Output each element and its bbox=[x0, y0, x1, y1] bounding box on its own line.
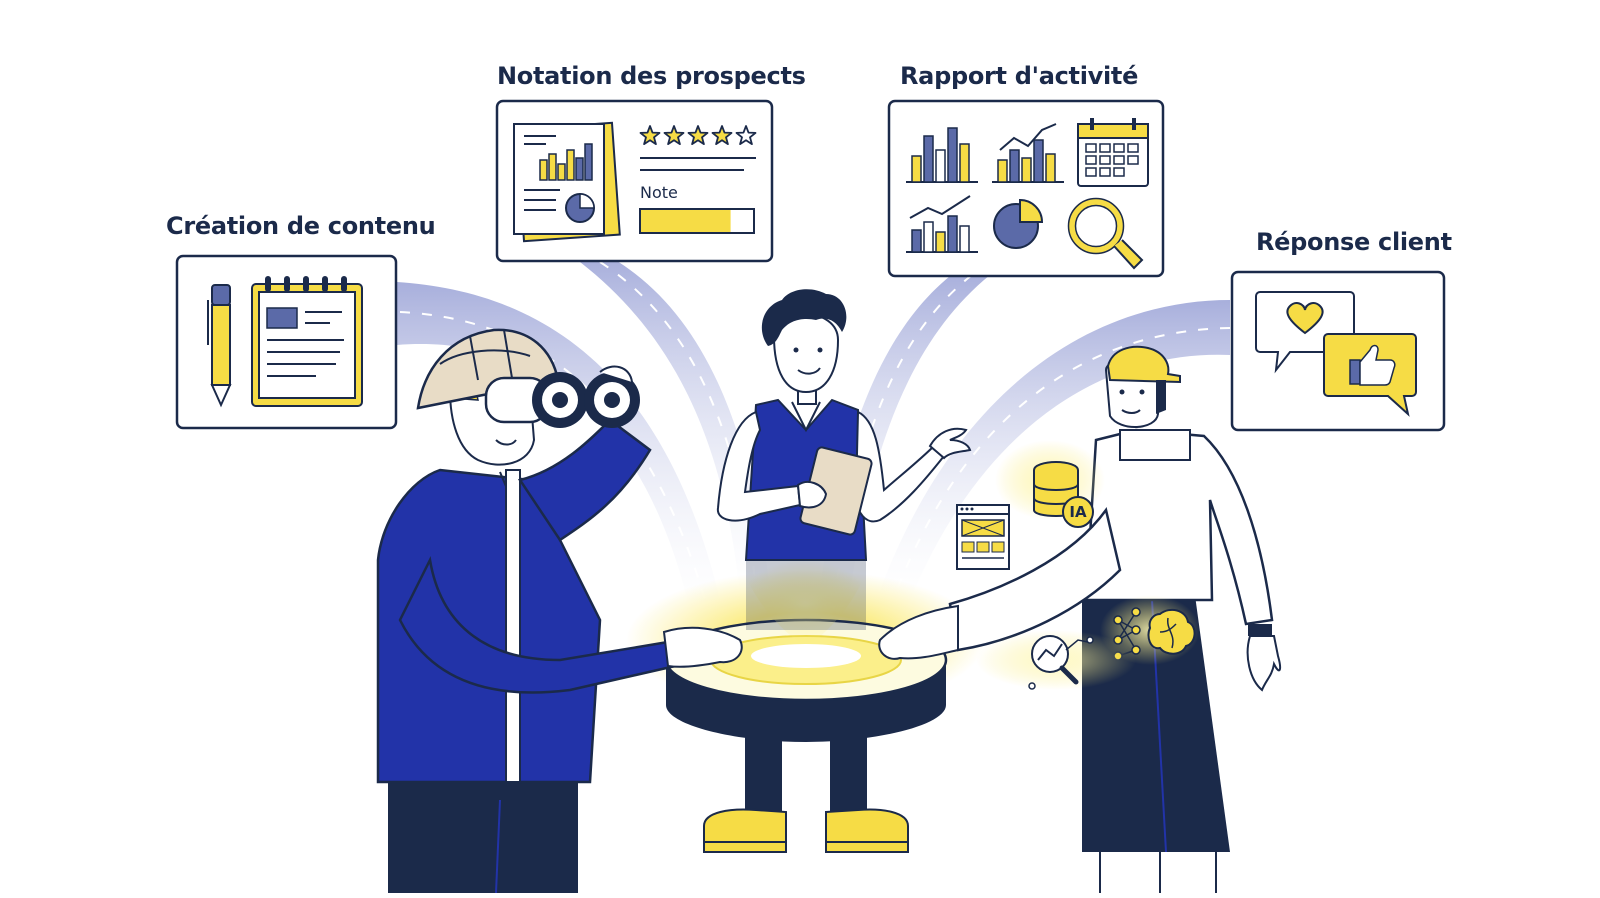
ai-badge: IA bbox=[1062, 496, 1094, 528]
notepad-icon bbox=[251, 276, 363, 407]
activity-report-panel bbox=[887, 99, 1165, 278]
ai-badge-label: IA bbox=[1069, 503, 1087, 521]
thumbs-up-chat-icon bbox=[1323, 333, 1417, 417]
magnifier-icon bbox=[1067, 197, 1144, 270]
activity-report-title: Rapport d'activité bbox=[900, 62, 1139, 90]
brain-icon bbox=[1147, 608, 1196, 655]
report-documents-icon bbox=[513, 121, 621, 243]
presenter-character bbox=[703, 289, 972, 853]
star-filled-icon bbox=[711, 125, 733, 146]
analyst-character bbox=[878, 345, 1282, 893]
star-rating bbox=[639, 125, 757, 146]
analytics-magnifier-icon bbox=[1028, 635, 1094, 690]
pencil-icon bbox=[207, 284, 232, 408]
customer-reply-panel bbox=[1230, 270, 1446, 432]
pie-chart-icon bbox=[993, 198, 1044, 249]
star-filled-icon bbox=[663, 125, 685, 146]
star-empty-icon bbox=[735, 125, 757, 146]
lead-scoring-panel: Note bbox=[495, 99, 774, 263]
bar-chart-icon bbox=[906, 127, 978, 183]
star-filled-icon bbox=[639, 125, 661, 146]
binoculars-icon bbox=[484, 365, 640, 428]
star-filled-icon bbox=[687, 125, 709, 146]
calendar-icon bbox=[1077, 118, 1149, 187]
content-creation-title: Création de contenu bbox=[166, 212, 436, 240]
customer-reply-title: Réponse client bbox=[1256, 228, 1452, 256]
web-layout-icon bbox=[956, 504, 1010, 570]
score-bar-fill bbox=[641, 210, 731, 232]
floating-ai-icons: IA bbox=[956, 440, 1200, 690]
lead-scoring-title: Notation des prospects bbox=[497, 62, 806, 90]
explorer-character bbox=[376, 328, 743, 894]
trend-chart-icon bbox=[906, 195, 978, 253]
note-label: Note bbox=[640, 183, 678, 202]
line-bar-chart-icon bbox=[992, 123, 1064, 183]
content-creation-panel bbox=[175, 254, 398, 430]
